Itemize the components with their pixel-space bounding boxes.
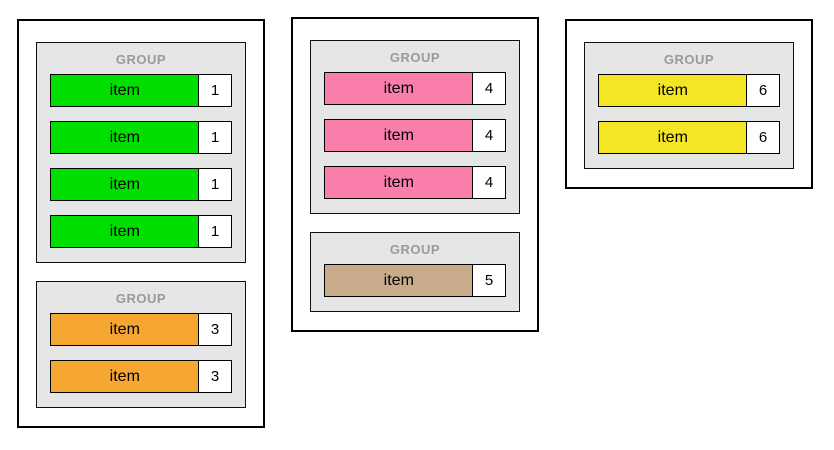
group-label: GROUP xyxy=(115,291,167,306)
container-box-2: GROUP item 4 item 4 item 4 GROUP xyxy=(291,17,539,332)
item-row: item 6 xyxy=(598,74,780,107)
group-box-tan: GROUP item 5 xyxy=(310,232,520,312)
item-row: item 5 xyxy=(324,264,506,297)
item-row: item 3 xyxy=(50,313,232,346)
item-value-box: 3 xyxy=(198,313,232,346)
item-value-box: 6 xyxy=(746,74,780,107)
item-bar: item xyxy=(50,121,200,154)
item-bar: item xyxy=(50,360,200,393)
item-value-box: 5 xyxy=(472,264,506,297)
item-row: item 4 xyxy=(324,166,506,199)
item-row: item 1 xyxy=(50,215,232,248)
item-row: item 4 xyxy=(324,119,506,152)
item-row: item 1 xyxy=(50,121,232,154)
item-bar: item xyxy=(324,119,474,152)
group-label: GROUP xyxy=(389,242,441,257)
item-bar: item xyxy=(50,215,200,248)
item-bar: item xyxy=(50,168,200,201)
group-label: GROUP xyxy=(115,52,167,67)
group-items: item 5 xyxy=(324,264,506,297)
item-value-box: 4 xyxy=(472,119,506,152)
item-bar: item xyxy=(324,264,474,297)
item-bar: item xyxy=(50,74,200,107)
group-items: item 1 item 1 item 1 item 1 xyxy=(50,74,232,248)
item-value-box: 4 xyxy=(472,166,506,199)
group-items: item 4 item 4 item 4 xyxy=(324,72,506,199)
group-items: item 6 item 6 xyxy=(598,74,780,154)
item-bar: item xyxy=(50,313,200,346)
group-box-pink: GROUP item 4 item 4 item 4 xyxy=(310,40,520,214)
item-value-box: 4 xyxy=(472,72,506,105)
item-row: item 1 xyxy=(50,74,232,107)
item-row: item 1 xyxy=(50,168,232,201)
group-box-green: GROUP item 1 item 1 item 1 item 1 xyxy=(36,42,246,263)
group-label: GROUP xyxy=(389,50,441,65)
item-value-box: 1 xyxy=(198,121,232,154)
group-box-orange: GROUP item 3 item 3 xyxy=(36,281,246,408)
group-items: item 3 item 3 xyxy=(50,313,232,393)
container-box-1: GROUP item 1 item 1 item 1 item 1 xyxy=(17,19,265,428)
item-value-box: 1 xyxy=(198,168,232,201)
item-bar: item xyxy=(598,121,748,154)
item-bar: item xyxy=(324,72,474,105)
item-row: item 3 xyxy=(50,360,232,393)
item-row: item 4 xyxy=(324,72,506,105)
item-bar: item xyxy=(324,166,474,199)
item-value-box: 3 xyxy=(198,360,232,393)
group-label: GROUP xyxy=(663,52,715,67)
item-value-box: 1 xyxy=(198,215,232,248)
group-box-yellow: GROUP item 6 item 6 xyxy=(584,42,794,169)
container-box-3: GROUP item 6 item 6 xyxy=(565,19,813,189)
item-bar: item xyxy=(598,74,748,107)
item-row: item 6 xyxy=(598,121,780,154)
item-value-box: 6 xyxy=(746,121,780,154)
item-value-box: 1 xyxy=(198,74,232,107)
